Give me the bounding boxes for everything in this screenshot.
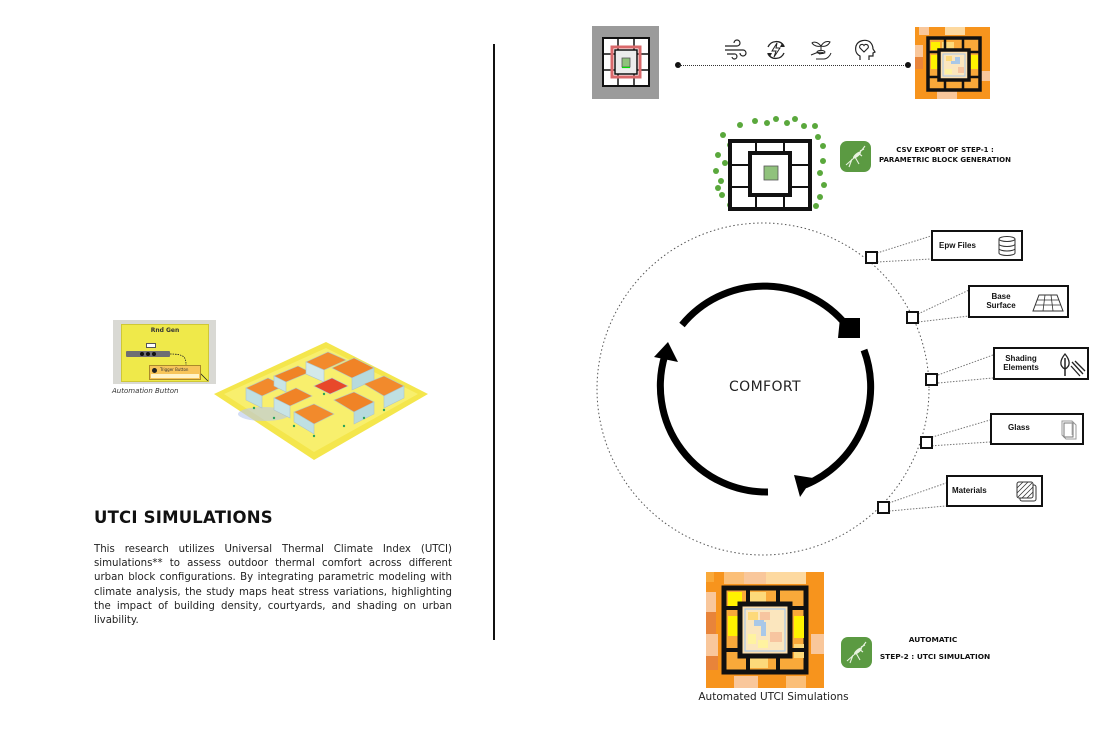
input-epw-files: Epw Files [931, 230, 1023, 261]
orbit-node-materials [877, 501, 890, 514]
database-icon [998, 236, 1016, 256]
input-label: Epw Files [939, 241, 976, 250]
input-materials: Materials [946, 475, 1043, 507]
group-title: Rnd Gen [150, 327, 180, 334]
number-slider [126, 351, 170, 357]
section-heading: UTCI SIMULATIONS [94, 508, 273, 527]
automation-button-caption: Automation Button [112, 387, 179, 395]
utci-caption: Automated UTCI Simulations [698, 691, 849, 703]
grasshopper-icon [841, 637, 872, 668]
input-shading-elements: Shading Elements [993, 347, 1089, 380]
slider-knob [140, 352, 144, 356]
comfort-label: COMFORT [728, 379, 801, 395]
input-label: Base Surface [986, 292, 1016, 310]
block-plan-diagram [602, 37, 650, 87]
input-label: Materials [952, 486, 987, 495]
input-glass: Glass [990, 413, 1084, 445]
isometric-utci-model [214, 342, 428, 460]
input-base-surface: Base Surface [968, 285, 1069, 318]
plant-hand-icon [810, 41, 832, 60]
step2-label-line1: AUTOMATIC [908, 635, 958, 644]
grasshopper-canvas-screenshot: Rnd Gen Trigger Button [113, 320, 216, 384]
input-label: Shading Elements [1003, 354, 1039, 372]
trigger-button-tooltip: Trigger Button [149, 365, 201, 380]
energy-cycle-icon [767, 40, 785, 60]
step1-label-line1: CSV EXPORT OF STEP-1 : [896, 146, 994, 154]
utci-result-thumbnail [915, 27, 990, 99]
window-glass-icon [1061, 420, 1077, 440]
tooltip-text: Trigger Button [160, 367, 189, 372]
parametric-block-with-trees [713, 116, 827, 211]
slider-knob [146, 352, 150, 356]
orbit-node-epw [865, 251, 878, 264]
slider-knob [152, 352, 156, 356]
dotted-connector [679, 65, 908, 66]
grasshopper-icon [840, 141, 871, 172]
connector-end-dot [905, 62, 911, 68]
input-label: Glass [1008, 423, 1030, 432]
step2-label-line2: STEP-2 : UTCI SIMULATION [879, 652, 991, 661]
rnd-gen-group: Rnd Gen Trigger Button [121, 324, 209, 382]
initial-block-plan [592, 26, 659, 99]
tree-shade-icon [1060, 352, 1086, 377]
tooltip-description [151, 374, 199, 378]
step1-label: CSV EXPORT OF STEP-1 : PARAMETRIC BLOCK … [870, 145, 1020, 165]
input-orbit [596, 222, 930, 556]
section-description: This research utilizes Universal Thermal… [94, 544, 452, 627]
comfort-cycle-diagram [596, 222, 994, 556]
step1-label-line2: PARAMETRIC BLOCK GENERATION [879, 156, 1011, 164]
orbit-node-base-surface [906, 311, 919, 324]
mind-heart-icon [855, 39, 876, 60]
grid-surface-icon [1032, 294, 1064, 312]
slider-tag [146, 343, 156, 348]
grasshopper-glyph [845, 145, 866, 168]
wind-icon [725, 39, 747, 60]
grasshopper-glyph [846, 641, 867, 664]
orbit-node-glass [920, 436, 933, 449]
column-divider [493, 44, 495, 640]
trigger-icon [152, 368, 157, 373]
connector-start-dot [675, 62, 681, 68]
material-hatch-icon [1016, 481, 1037, 502]
orbit-node-shading [925, 373, 938, 386]
utci-simulation-result [706, 572, 824, 688]
